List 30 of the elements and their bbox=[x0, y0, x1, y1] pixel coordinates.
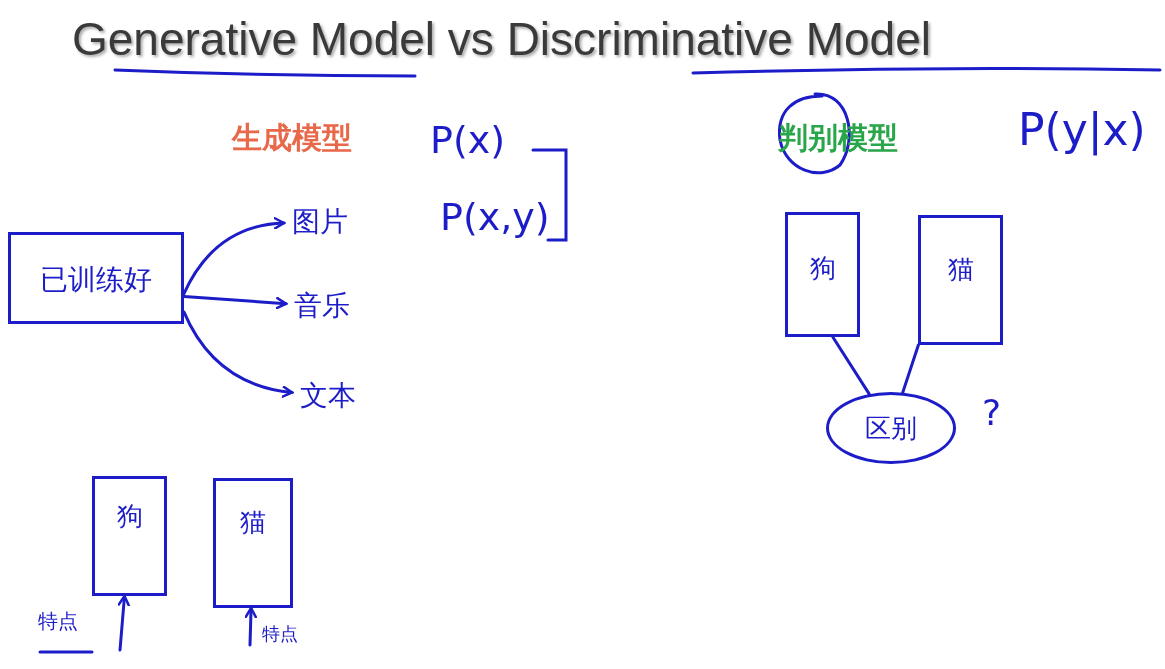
arrow bbox=[244, 606, 258, 647]
node-text: 图片 bbox=[292, 204, 348, 240]
title: Generative Model vs Discriminative Model bbox=[72, 12, 931, 66]
annotation: 特点 bbox=[38, 608, 78, 635]
connector-line bbox=[901, 343, 920, 395]
heading: 生成模型 bbox=[232, 119, 352, 157]
arrow bbox=[182, 217, 286, 296]
arrow bbox=[117, 594, 130, 652]
formula: P(x) bbox=[430, 118, 506, 162]
box bbox=[785, 212, 860, 337]
node-text: 猫 bbox=[240, 506, 266, 539]
arrow bbox=[182, 310, 294, 398]
box bbox=[92, 476, 167, 596]
formula: P(y|x) bbox=[1018, 104, 1146, 155]
node-text: 音乐 bbox=[294, 288, 350, 324]
node-text: 已训练好 bbox=[40, 262, 152, 298]
node-text: 猫 bbox=[947, 253, 974, 286]
box bbox=[8, 232, 184, 324]
node-text: 狗 bbox=[116, 500, 143, 533]
question-mark: ? bbox=[982, 392, 1002, 433]
ellipse bbox=[826, 392, 956, 464]
node-text: 文本 bbox=[300, 378, 356, 414]
annotation: 特点 bbox=[262, 622, 298, 646]
node-text: 区别 bbox=[865, 411, 917, 445]
node-text: 狗 bbox=[809, 252, 836, 285]
formula: P(x,y) bbox=[440, 195, 550, 239]
box bbox=[918, 215, 1003, 345]
connector-line bbox=[831, 335, 871, 396]
arrow bbox=[182, 295, 288, 310]
box bbox=[213, 478, 293, 608]
